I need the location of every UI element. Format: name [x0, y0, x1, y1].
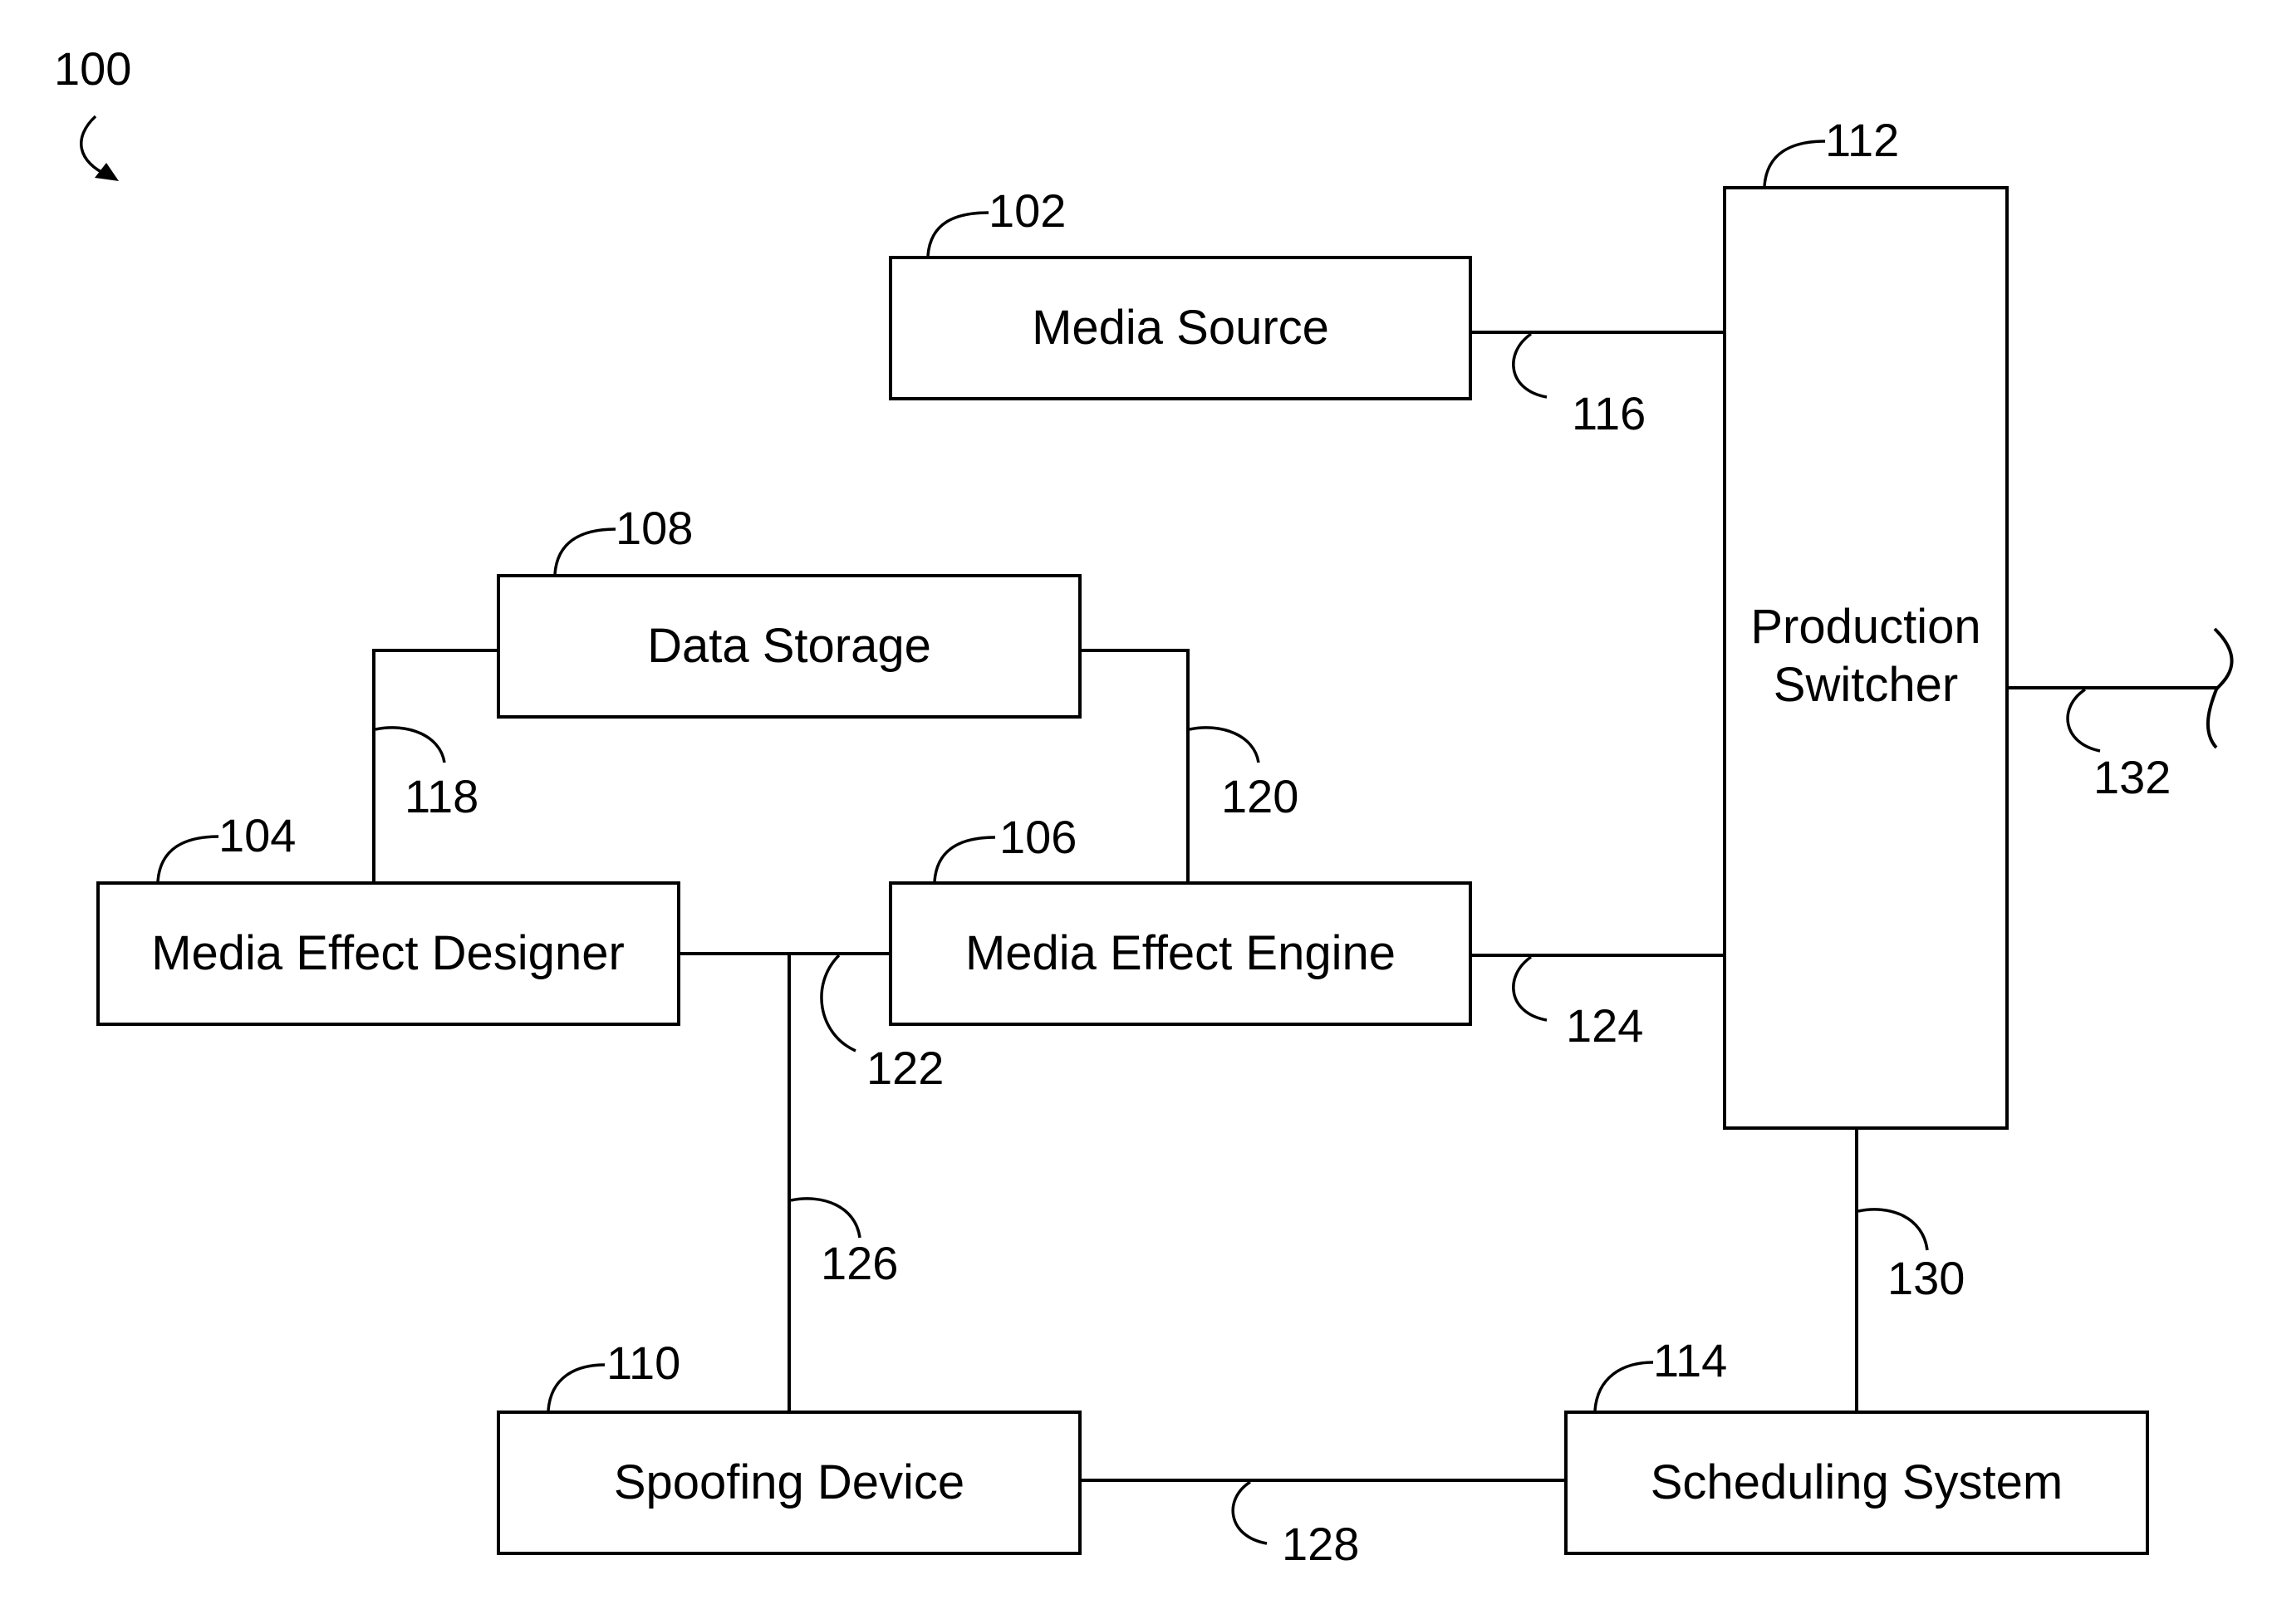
ref-116: 116: [1572, 387, 1646, 439]
ref-116-leader: [1514, 334, 1547, 397]
block-production-switcher: Production Switcher: [1725, 188, 2007, 1128]
ref-112: 112: [1825, 114, 1899, 166]
ref-114: 114: [1653, 1334, 1727, 1386]
block-media-source: Media Source: [891, 258, 1470, 399]
spoofing-device-label: Spoofing Device: [614, 1455, 964, 1509]
media-effect-designer-label: Media Effect Designer: [151, 926, 625, 980]
production-switcher-label-line1: Production: [1750, 600, 1980, 654]
ref-108: 108: [616, 502, 693, 554]
ref-130-leader: [1858, 1209, 1927, 1250]
ref-102-leader: [928, 213, 989, 256]
ref-132-leader: [2068, 689, 2100, 751]
ref-118-leader: [375, 728, 444, 763]
ref-106: 106: [999, 811, 1077, 863]
figure-ref-arrowhead: [95, 163, 119, 181]
ref-110-leader: [548, 1365, 605, 1411]
ref-128-leader: [1233, 1482, 1267, 1543]
ref-110: 110: [606, 1337, 680, 1389]
block-media-effect-designer: Media Effect Designer: [98, 883, 679, 1024]
ref-122-leader: [822, 955, 856, 1051]
ref-126: 126: [821, 1237, 898, 1289]
ref-108-leader: [555, 529, 616, 574]
ref-124-leader: [1514, 957, 1547, 1020]
production-switcher-label-line2: Switcher: [1774, 658, 1958, 712]
block-scheduling-system: Scheduling System: [1566, 1412, 2147, 1553]
media-source-label: Media Source: [1032, 301, 1329, 355]
ref-132: 132: [2093, 751, 2171, 803]
ref-124: 124: [1566, 999, 1643, 1052]
figure-ref-label: 100: [54, 42, 131, 95]
ref-122: 122: [866, 1042, 944, 1094]
scheduling-system-label: Scheduling System: [1651, 1455, 2063, 1509]
block-spoofing-device: Spoofing Device: [498, 1412, 1080, 1553]
ref-104: 104: [218, 809, 296, 861]
ref-104-leader: [158, 837, 218, 881]
media-effect-engine-label: Media Effect Engine: [965, 926, 1396, 980]
link-120-line: [1080, 650, 1188, 883]
ref-128: 128: [1282, 1518, 1359, 1570]
ref-114-leader: [1595, 1362, 1653, 1411]
data-storage-label: Data Storage: [647, 619, 931, 673]
ref-102: 102: [989, 184, 1066, 237]
ref-126-leader: [791, 1199, 860, 1238]
ref-120-leader: [1190, 728, 1259, 763]
ref-112-leader: [1764, 141, 1825, 186]
ref-120: 120: [1221, 770, 1298, 822]
block-media-effect-engine: Media Effect Engine: [891, 883, 1470, 1024]
link-118-line: [374, 650, 498, 883]
ref-130: 130: [1887, 1252, 1965, 1304]
ref-118: 118: [405, 770, 478, 822]
block-data-storage: Data Storage: [498, 576, 1080, 717]
ref-106-leader: [935, 837, 995, 881]
